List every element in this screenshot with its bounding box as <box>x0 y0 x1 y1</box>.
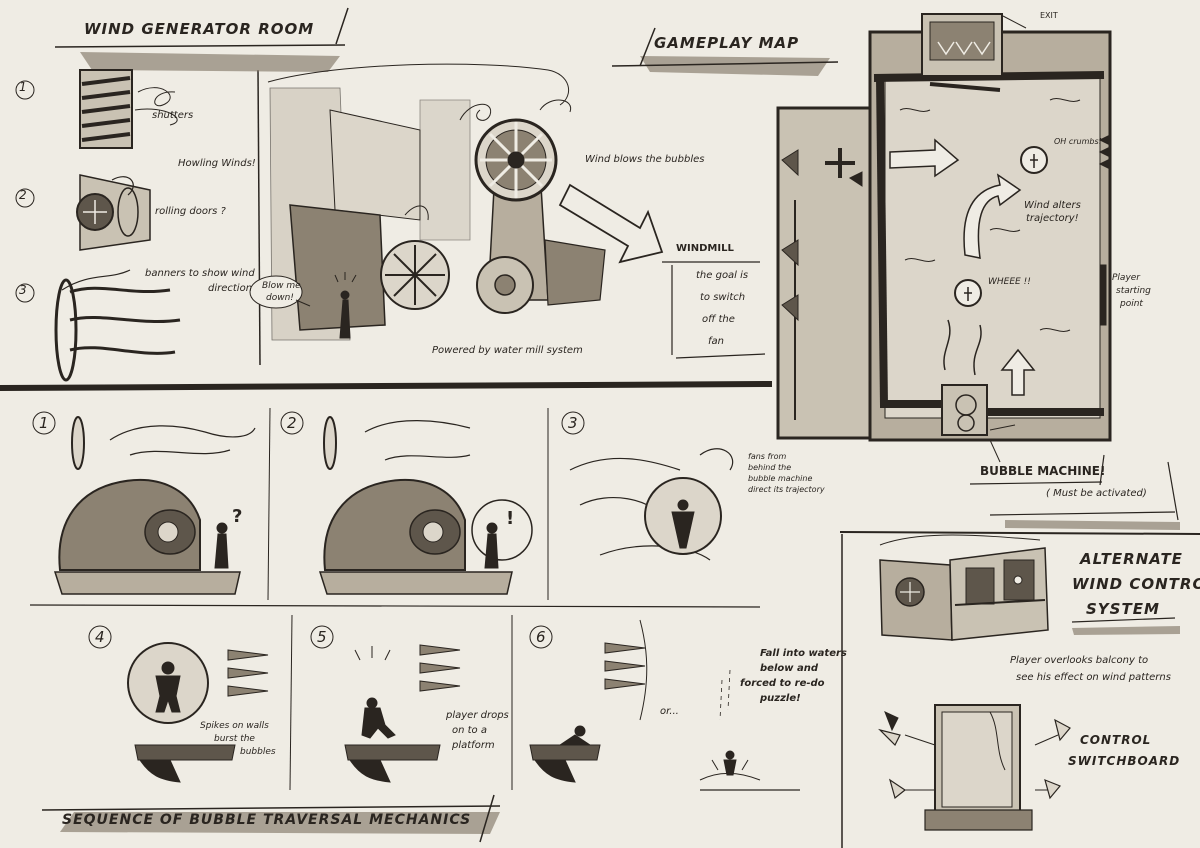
starting-point-line2: starting <box>1116 286 1151 296</box>
control-line2: SWITCHBOARD <box>1068 754 1181 768</box>
step-number-2: 2 <box>287 414 297 432</box>
banner-door-sketch <box>54 269 181 382</box>
title-banner-sequence <box>41 794 501 843</box>
spikes-line2: burst the <box>214 734 255 744</box>
banners-label-line1: banners to show wind <box>145 268 255 279</box>
question-mark: ? <box>232 506 243 527</box>
exit-label: EXIT <box>1040 11 1058 20</box>
step-number-3: 3 <box>568 414 578 432</box>
howling-winds-label: Howling Winds! <box>178 158 256 169</box>
gameplay-map-title: GAMEPLAY MAP <box>654 34 800 52</box>
spikes-line1: Spikes on walls <box>200 721 269 731</box>
divider-lines <box>0 69 1200 848</box>
fans-line1: fans from <box>748 452 787 461</box>
title-banner-gameplay-map <box>611 27 839 76</box>
starting-point-line1: Player <box>1112 273 1141 283</box>
or-label: or... <box>660 706 679 717</box>
shutters-sketch <box>79 69 178 149</box>
goal-line1: the goal is <box>696 270 749 281</box>
fall-line3: forced to re-do <box>740 678 825 689</box>
wind-alters-line1: Wind alters <box>1024 200 1081 211</box>
fans-line3: bubble machine <box>748 474 813 483</box>
step-number-6: 6 <box>536 628 546 646</box>
alternate-title-underline <box>1071 617 1180 635</box>
control-line1: CONTROL <box>1080 733 1152 747</box>
exclamation-mark: ! <box>506 508 515 529</box>
wind-blows-label: Wind blows the bubbles <box>585 154 705 165</box>
step-number-4: 4 <box>95 628 105 646</box>
overlooks-line2: see his effect on wind patterns <box>1016 672 1171 683</box>
balcony-sketch <box>879 534 1049 641</box>
wheee-label: WHEEE !! <box>988 277 1031 287</box>
windmill-label: WINDMILL <box>676 243 734 254</box>
switchboard-sketch <box>878 704 1071 831</box>
banners-label-line2: direction <box>208 283 253 294</box>
fans-line4: direct its trajectory <box>748 485 825 494</box>
blow-me-line1: Blow me <box>262 281 301 291</box>
goal-line3: off the <box>702 314 735 325</box>
rolling-doors-label: rolling doors ? <box>155 206 226 217</box>
spikes-line3: bubbles <box>240 747 276 757</box>
fall-line4: puzzle! <box>760 693 801 704</box>
step-number-1: 1 <box>39 414 49 432</box>
fall-line1: Fall into waters <box>760 648 847 659</box>
alternate-title-line2: WIND CONTROL <box>1072 575 1200 593</box>
bubble-machine-label: BUBBLE MACHINE! <box>980 464 1106 478</box>
drops-line3: platform <box>452 740 495 751</box>
shutters-label: shutters <box>152 110 194 121</box>
goal-line2: to switch <box>700 292 746 303</box>
windmill-room-scene <box>249 63 664 341</box>
fall-line2: below and <box>760 663 818 674</box>
alternate-title-line3: SYSTEM <box>1086 600 1160 618</box>
number-circles-left <box>15 80 35 303</box>
alternate-title-line1: ALTERNATE <box>1080 550 1183 568</box>
sequence-title: SEQUENCE OF BUBBLE TRAVERSAL MECHANICS <box>62 812 472 828</box>
wind-room-number-3: 3 <box>19 283 27 297</box>
wind-room-number-1: 1 <box>19 80 27 94</box>
blow-me-line2: down! <box>266 293 294 303</box>
goal-line4: fan <box>708 336 724 347</box>
wind-room-title: WIND GENERATOR ROOM <box>84 20 315 38</box>
overlooks-line1: Player overlooks balcony to <box>1010 655 1149 666</box>
step-number-5: 5 <box>317 628 327 646</box>
rolling-door-sketch <box>76 174 151 251</box>
powered-by-label: Powered by water mill system <box>432 345 583 356</box>
must-be-activated-label: ( Must be activated) <box>1046 488 1147 499</box>
wind-room-number-2: 2 <box>19 188 27 202</box>
title-banner-wind-room <box>54 7 349 72</box>
sequence-panels <box>32 411 800 791</box>
windmill-label-box <box>662 261 766 359</box>
gameplay-map-sketch <box>776 13 1180 530</box>
drops-line1: player drops <box>446 710 509 721</box>
wind-alters-line2: trajectory! <box>1026 213 1079 224</box>
drops-line2: on to a <box>452 725 487 736</box>
fans-line2: behind the <box>748 463 792 472</box>
starting-point-line3: point <box>1120 299 1143 309</box>
oh-crumbs-label: OH crumbs! <box>1054 137 1102 146</box>
